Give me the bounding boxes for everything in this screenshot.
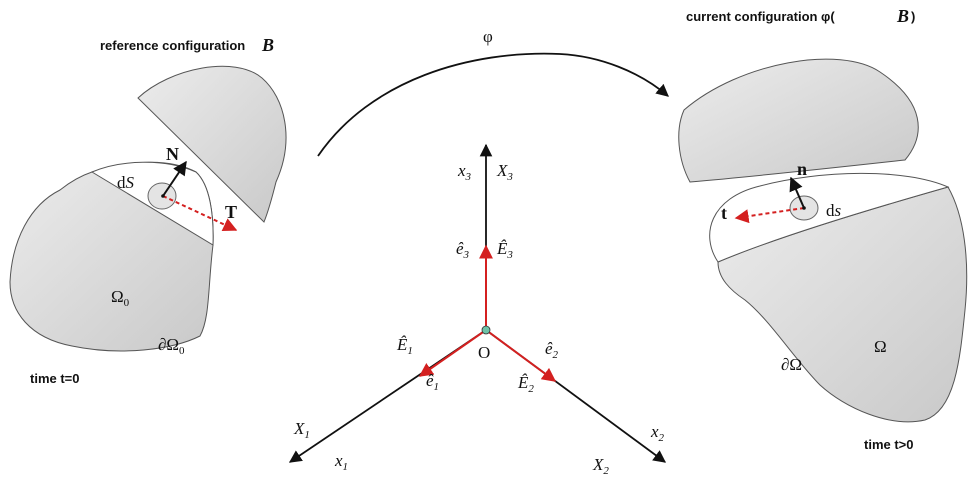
e3-small-label: ê3 (456, 239, 470, 261)
traction-vector-t (734, 207, 805, 224)
e1-small-label: ê1 (426, 371, 439, 393)
area-element-point-current (802, 206, 806, 210)
E2-big-label: Ê2 (517, 373, 534, 395)
normal-label-n: n (797, 159, 807, 179)
current-symbol-B: B (896, 6, 909, 26)
e2-small-label: ê2 (545, 339, 559, 361)
reference-symbol-B: B (261, 35, 274, 55)
base-vector-2 (485, 329, 557, 382)
E3-big-label: Ê3 (496, 239, 513, 261)
axis3-label-x3: x3 (457, 161, 472, 183)
normal-vector-n (789, 176, 805, 209)
reference-title: reference configuration (100, 38, 245, 53)
boundary-label-domega0: ∂Ω0 (158, 335, 185, 357)
origin-point (481, 325, 491, 335)
axis3-label-X3: X3 (496, 161, 513, 183)
axis2-label-X2: X2 (592, 455, 609, 477)
area-label-dS: dS (117, 173, 135, 192)
current-title: current configuration φ( (686, 9, 835, 24)
area-label-ds: ds (826, 201, 842, 220)
reference-upper-fragment (137, 65, 287, 223)
E1-big-label: Ê1 (396, 335, 413, 357)
time-label-reference: time t=0 (30, 371, 80, 386)
normal-label-N: N (166, 144, 179, 164)
boundary-label-domega: ∂Ω (781, 355, 802, 374)
normal-vector-N (162, 160, 187, 197)
traction-label-t: t (721, 203, 727, 223)
mapping-arrow-phi (317, 52, 669, 157)
mapping-label-phi: φ (483, 27, 493, 46)
axis1-label-x1: x1 (334, 451, 348, 473)
current-title-close: ) (911, 9, 915, 24)
current-upper-fragment (678, 58, 919, 183)
reference-configuration: reference configuration B N T dS Ω0 ∂Ω0 … (9, 35, 287, 386)
time-label-current: time t>0 (864, 437, 914, 452)
origin-label: O (478, 343, 490, 362)
base-vector-1 (418, 329, 487, 377)
traction-label-T: T (225, 202, 237, 222)
domain-label-omega0: Ω0 (111, 287, 130, 309)
axis2-label-x2: x2 (650, 422, 665, 444)
area-element-point (161, 194, 165, 198)
axis1-label-X1: X1 (293, 419, 310, 441)
current-cut-surface (709, 172, 950, 263)
domain-label-omega: Ω (874, 337, 887, 356)
mapping-and-axes: φ O x3 X3 ê3 Ê3 Ê1 ê1 X1 x1 ê2 Ê2 x2 X2 (288, 27, 669, 477)
current-configuration: current configuration φ( B ) n t ds Ω ∂Ω… (678, 6, 968, 452)
